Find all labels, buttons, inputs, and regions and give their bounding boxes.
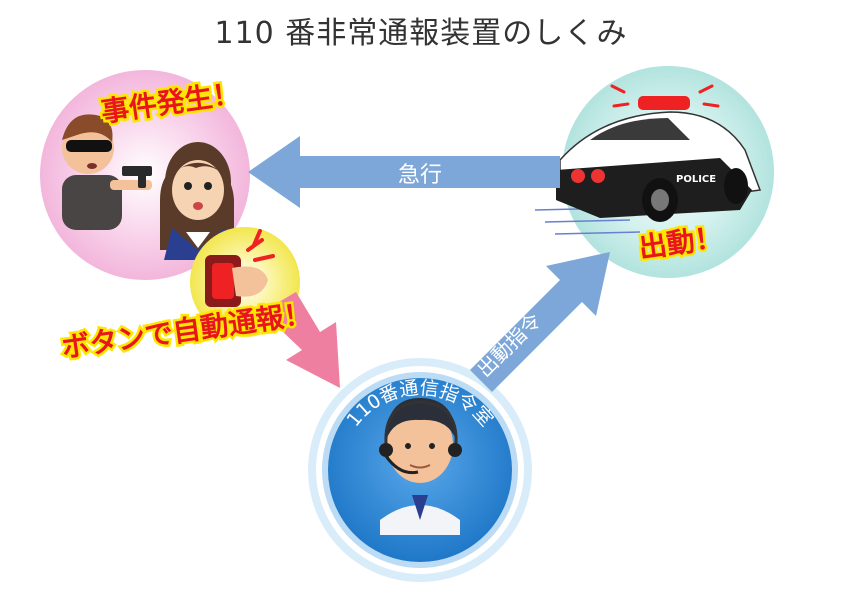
command-center-scene: [308, 358, 532, 582]
shocked-woman-icon: [160, 142, 234, 260]
diagram-title: 110 番非常通報装置のしくみ: [214, 16, 628, 51]
rush-label: 急行: [398, 163, 442, 188]
auto-report-scene: [190, 227, 300, 337]
dispatch-callout: 出動！: [637, 220, 725, 264]
robber-with-gun-icon: [62, 114, 152, 230]
police-car-label: POLICE: [676, 174, 716, 185]
alarm-button-icon: [205, 229, 275, 307]
incident-scene: [40, 70, 250, 280]
auto-report-callout: ボタンで自動通報！: [60, 297, 314, 365]
police-car-icon: POLICE: [556, 84, 762, 222]
dispatcher-with-headset-icon: [379, 398, 462, 535]
police-car-scene: POLICE: [534, 66, 774, 278]
dispatch-order-arrow: 出動指令: [470, 252, 610, 392]
rush-arrow: 急行: [248, 136, 560, 208]
report-arrow: [262, 292, 340, 388]
